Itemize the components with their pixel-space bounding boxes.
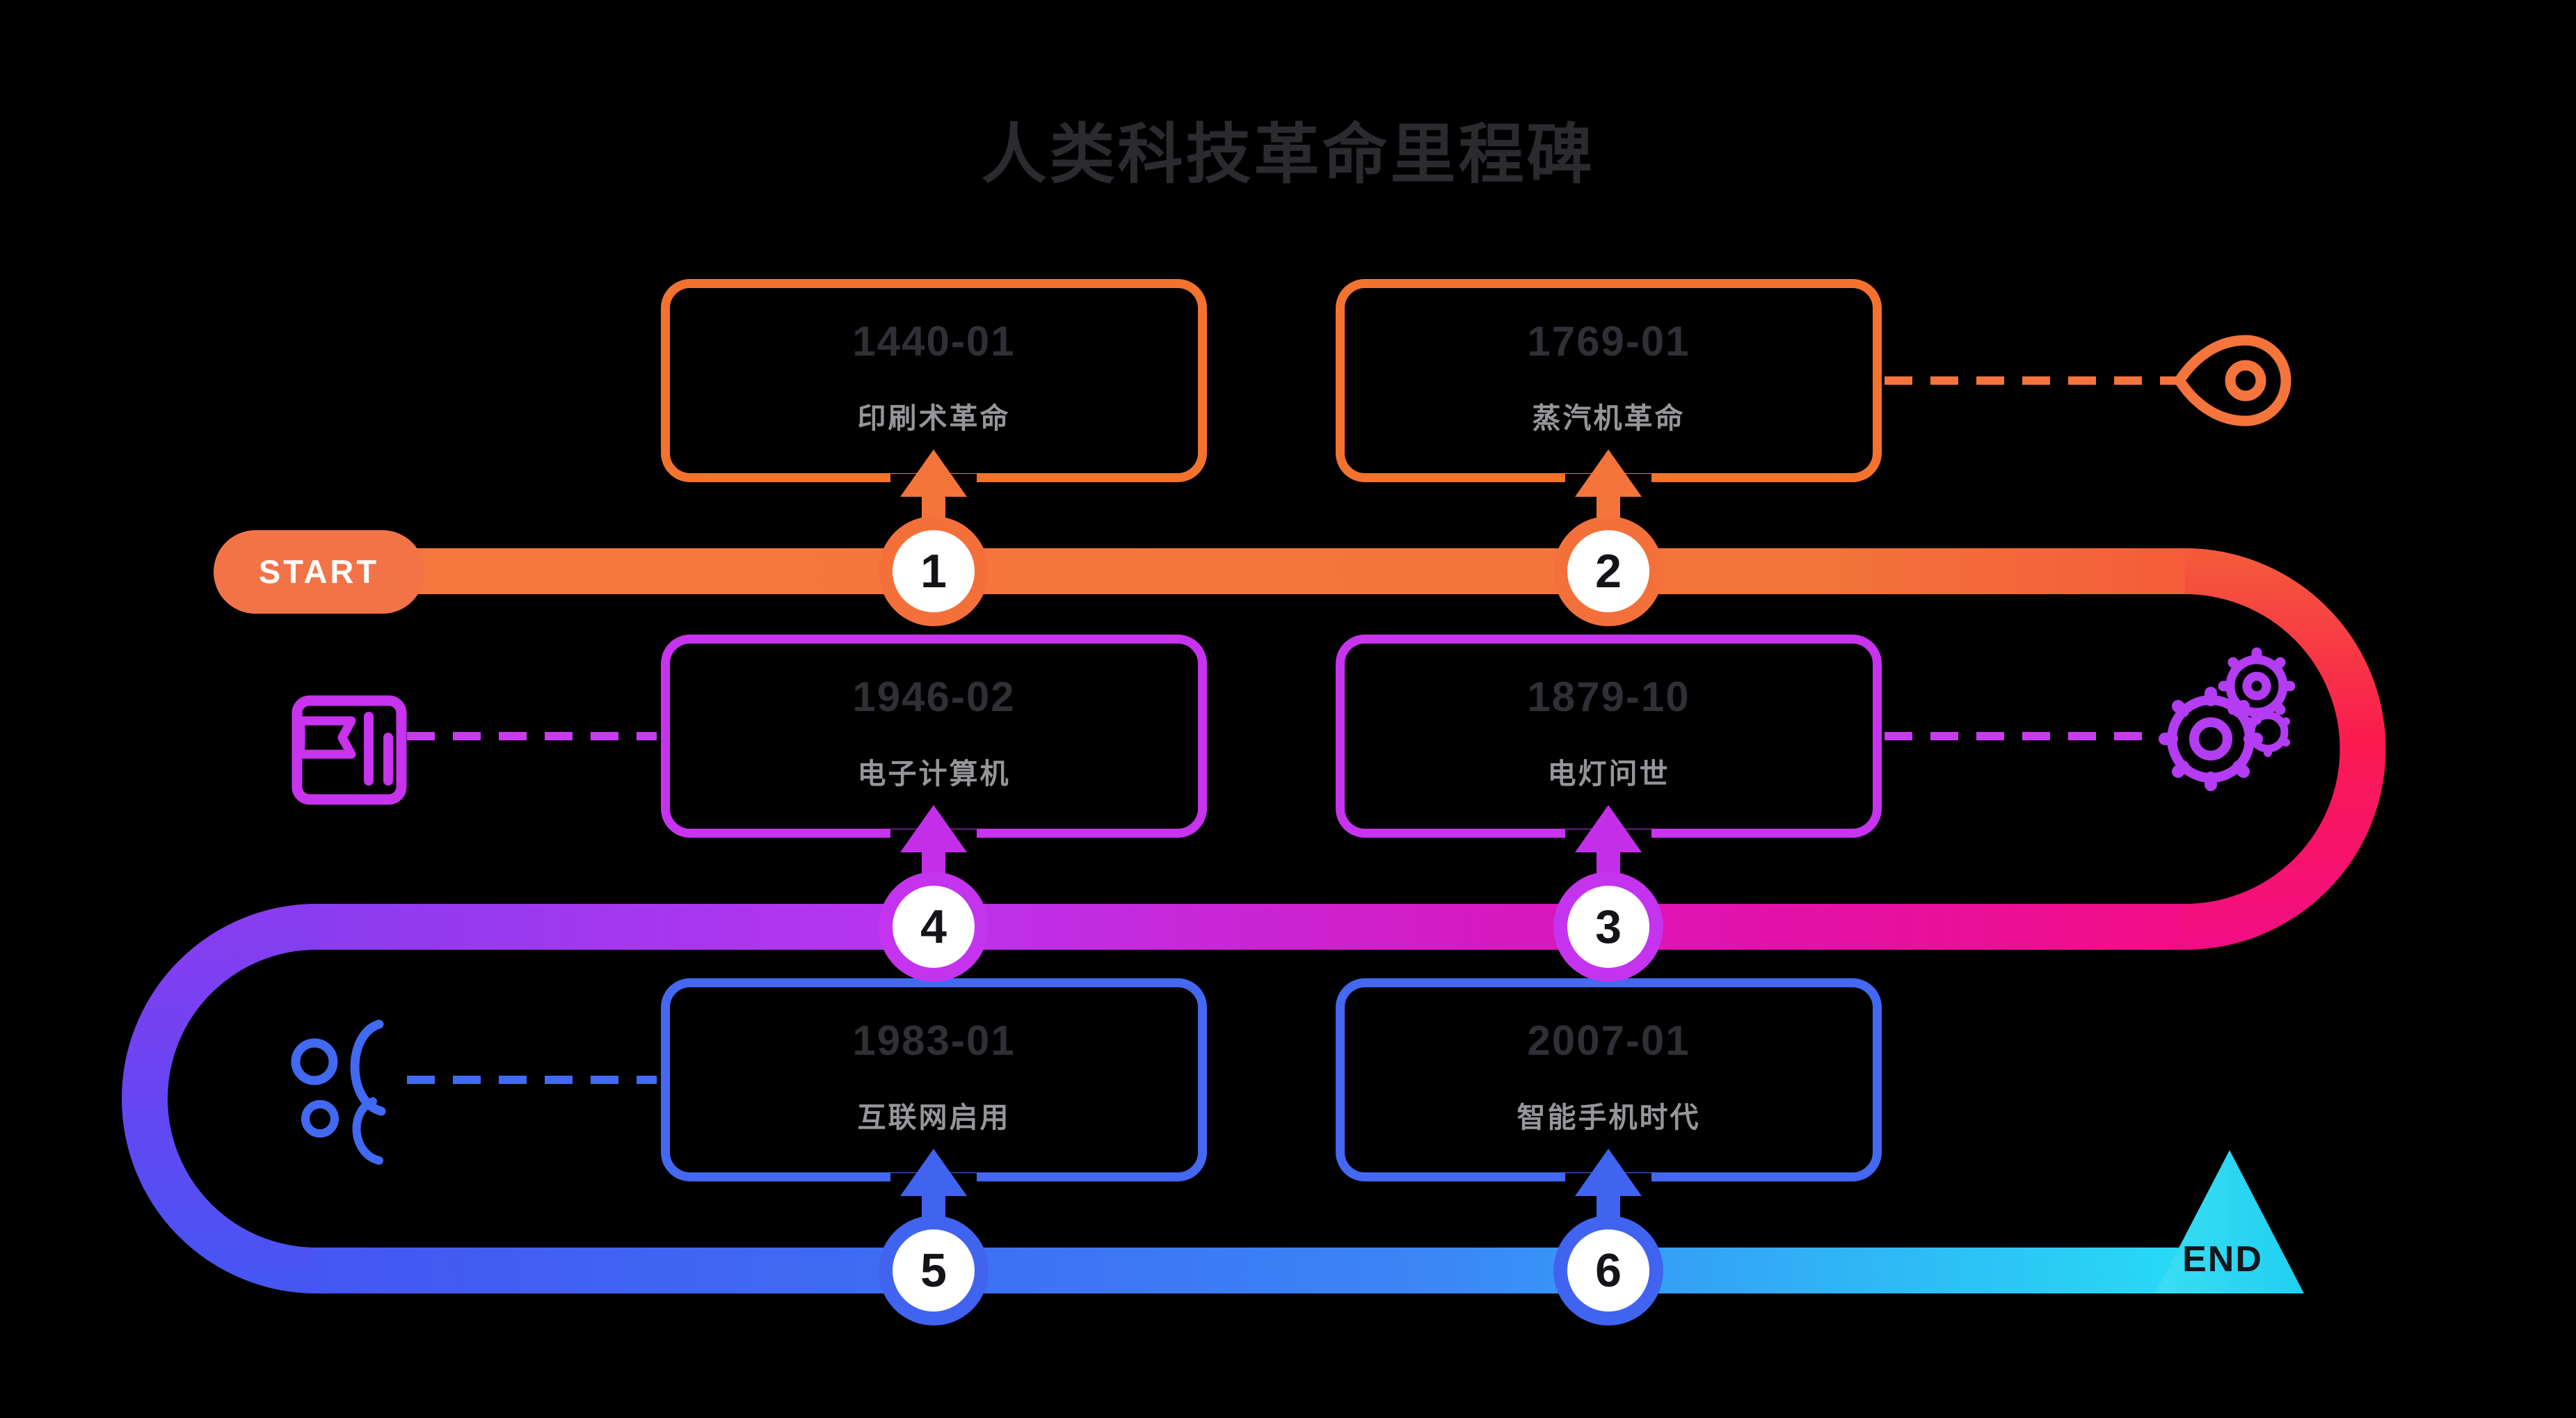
milestone-circle-6 [1553, 1216, 1663, 1325]
right-uturn-curve [2184, 548, 2386, 950]
milestone-date: 2007-01 [1527, 1017, 1690, 1064]
timeline-track-row3 [317, 1248, 2179, 1293]
left-uturn-curve [122, 904, 317, 1293]
milestone-label: 智能手机时代 [1517, 1101, 1701, 1133]
milestone-date: 1440-01 [852, 318, 1016, 365]
end-label: END [2182, 1239, 2263, 1280]
milestone-number: 6 [1595, 1244, 1622, 1297]
timeline-track-row1 [362, 548, 2185, 594]
users-icon [291, 1019, 386, 1165]
location-pin-icon [2174, 335, 2291, 427]
end-triangle [2155, 1150, 2304, 1293]
milestone-date: 1769-01 [1527, 318, 1690, 365]
milestone-label: 互联网启用 [857, 1101, 1011, 1133]
gears-icon [2159, 647, 2296, 791]
milestone-circle-4 [879, 872, 989, 982]
milestone-date: 1879-10 [1527, 674, 1690, 720]
milestone-number: 5 [920, 1244, 947, 1297]
start-label: START [258, 553, 380, 590]
milestone-label: 电灯问世 [1547, 758, 1670, 790]
milestone-box-4: 1946-02 电子计算机 [661, 635, 1207, 838]
milestone-date: 1983-01 [852, 1017, 1016, 1064]
milestone-number: 1 [920, 545, 947, 598]
milestone-circle-5 [879, 1216, 989, 1325]
page-title: 人类科技革命里程碑 [981, 118, 1595, 191]
timeline-track-row2 [317, 904, 2185, 950]
milestone-number: 4 [920, 900, 947, 953]
milestone-box-6: 2007-01 智能手机时代 [1336, 978, 1882, 1181]
milestone-label: 电子计算机 [857, 758, 1011, 790]
milestone-circle-1 [879, 516, 989, 626]
certificate-flag-icon [291, 695, 407, 805]
milestone-circle-3 [1553, 872, 1663, 982]
milestone-box-1: 1440-01 印刷术革命 [661, 279, 1207, 482]
milestone-date: 1946-02 [852, 674, 1016, 720]
milestone-number: 3 [1595, 900, 1622, 953]
milestone-label: 蒸汽机革命 [1532, 402, 1686, 434]
milestone-circle-2 [1553, 516, 1663, 626]
milestone-number: 2 [1595, 545, 1622, 598]
milestone-label: 印刷术革命 [857, 402, 1011, 434]
milestone-box-5: 1983-01 互联网启用 [661, 978, 1207, 1181]
start-pill [214, 530, 424, 614]
milestone-box-2: 1769-01 蒸汽机革命 [1336, 279, 1882, 482]
